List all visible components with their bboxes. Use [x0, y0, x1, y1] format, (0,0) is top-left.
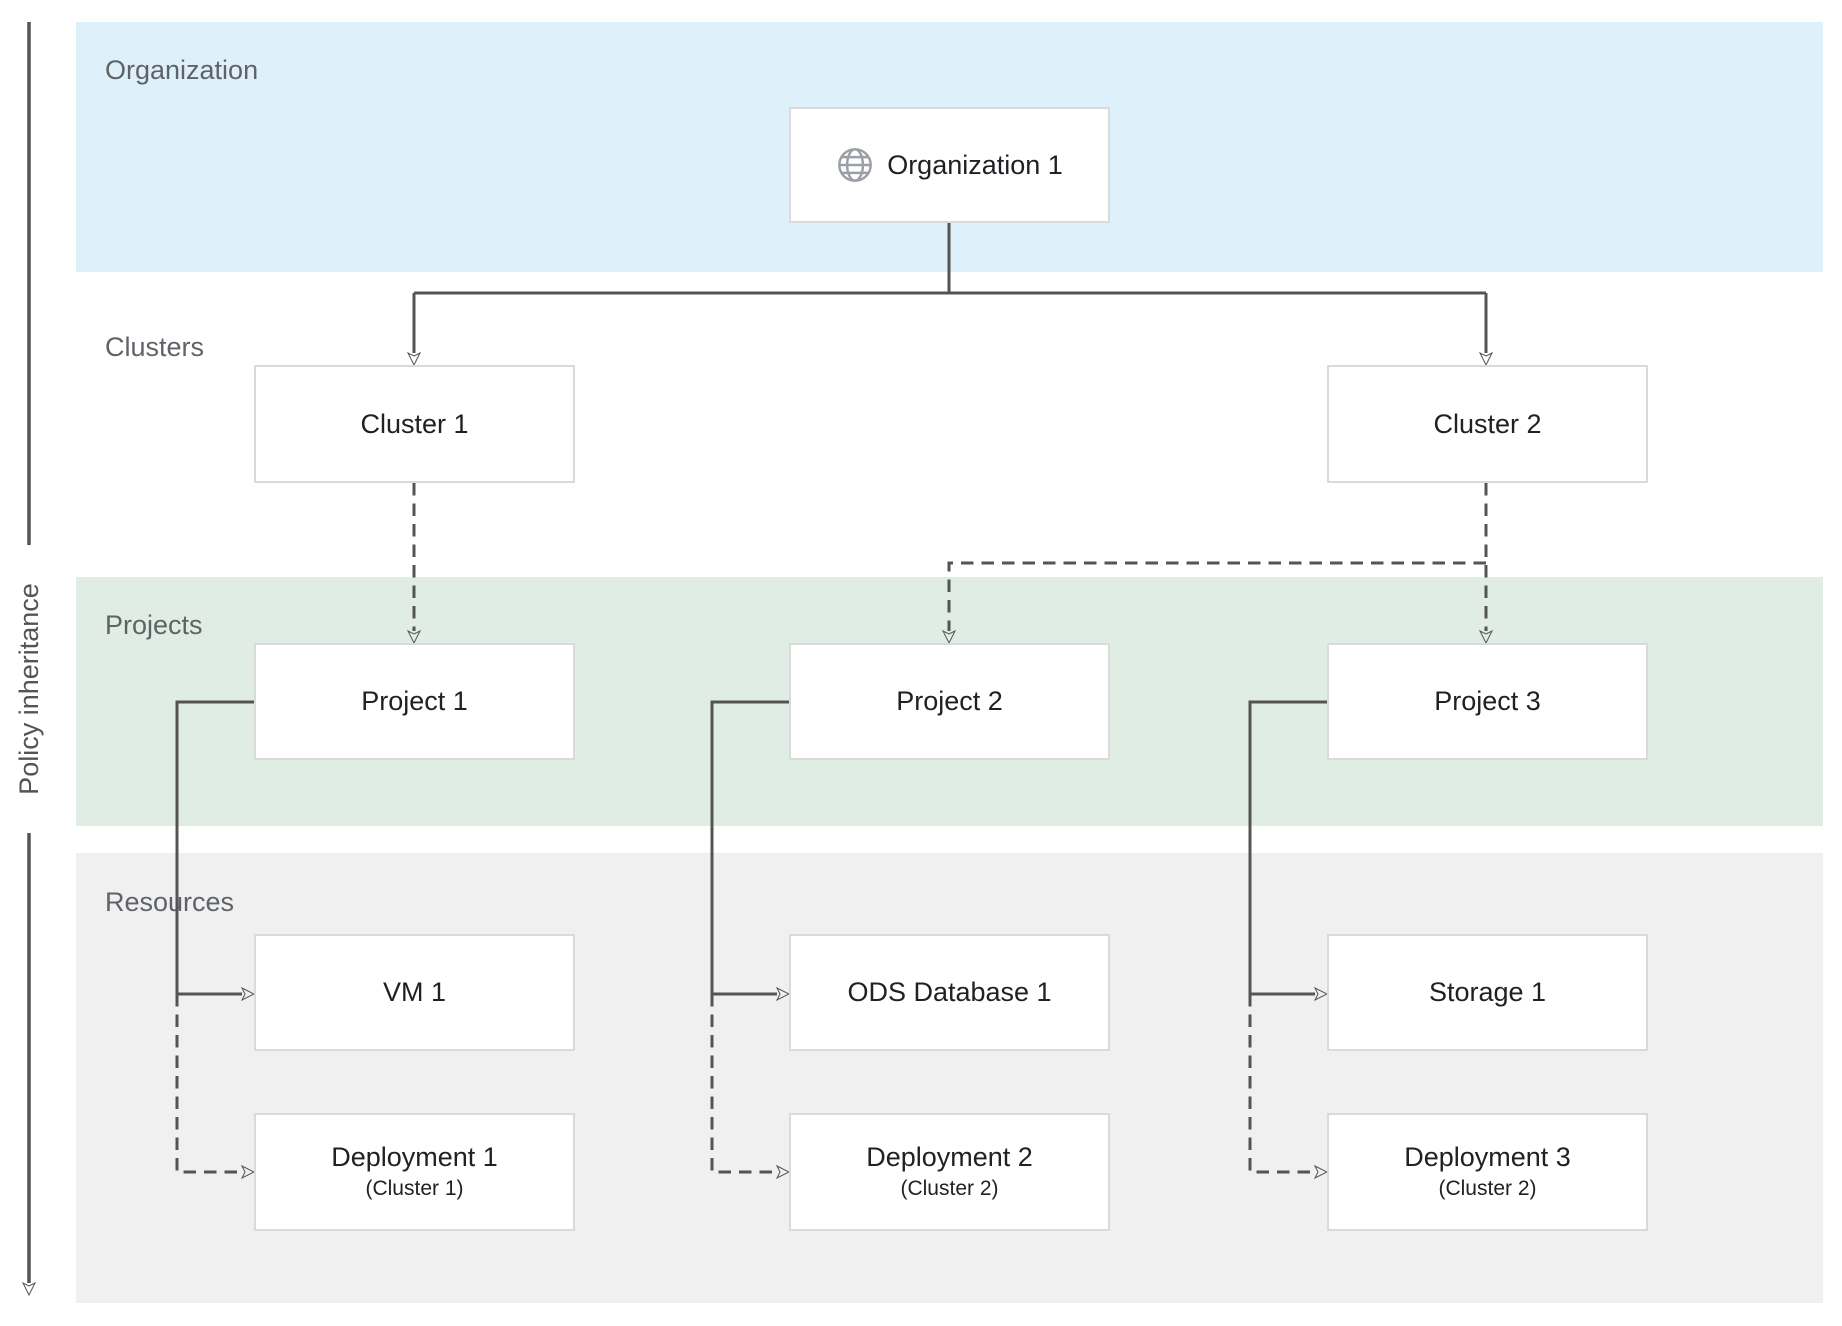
cluster1-node: Cluster 1: [254, 365, 575, 483]
project3-to-deployment3-connector: [1248, 994, 1315, 1172]
organization1-label: Organization 1: [887, 149, 1063, 180]
vm1-label: VM 1: [382, 977, 447, 1007]
ods-database1-label: ODS Database 1: [847, 977, 1052, 1007]
globe-icon: [838, 148, 873, 182]
deployment1-label: Deployment 1: [331, 1142, 498, 1172]
storage1-label: Storage 1: [1428, 977, 1547, 1007]
deployment3-node: Deployment 3 (Cluster 2): [1327, 1113, 1648, 1231]
deployment1-cluster-sub-label: (Cluster 1): [365, 1177, 464, 1200]
storage1-node: Storage 1: [1327, 934, 1648, 1051]
vm1-node: VM 1: [254, 934, 575, 1051]
projects-band-label: Projects: [105, 610, 203, 640]
deployment3-cluster-sub-label: (Cluster 2): [1438, 1177, 1537, 1200]
project2-to-ods-database1-connector: [710, 700, 789, 994]
organization1-node: Organization 1: [789, 107, 1110, 223]
project1-node: Project 1: [254, 643, 575, 760]
project3-label: Project 3: [1434, 686, 1541, 716]
project2-to-deployment2-connector: [710, 994, 777, 1172]
cluster1-label: Cluster 1: [360, 408, 469, 439]
project2-node: Project 2: [789, 643, 1110, 760]
deployment3-label: Deployment 3: [1404, 1142, 1571, 1172]
deployment2-label: Deployment 2: [866, 1142, 1033, 1172]
project3-node: Project 3: [1327, 643, 1648, 760]
org-to-clusters-rail: [414, 222, 1486, 295]
project1-to-deployment1-connector: [175, 994, 242, 1172]
deployment1-node: Deployment 1 (Cluster 1): [254, 1113, 575, 1231]
project1-to-vm1-connector: [175, 700, 254, 994]
deployment2-cluster-sub-label: (Cluster 2): [900, 1177, 999, 1200]
ods-database1-node: ODS Database 1: [789, 934, 1110, 1051]
organization-band-label: Organization: [105, 55, 259, 85]
cluster2-node: Cluster 2: [1327, 365, 1648, 483]
project3-to-storage1-connector: [1248, 700, 1327, 994]
cluster2-to-project2-connector: [949, 561, 1486, 631]
deployment2-node: Deployment 2 (Cluster 2): [789, 1113, 1110, 1231]
resources-band-label: Resources: [105, 887, 235, 917]
clusters-band-label: Clusters: [105, 332, 205, 362]
project2-label: Project 2: [896, 686, 1003, 716]
cluster2-label: Cluster 2: [1433, 408, 1542, 439]
project1-label: Project 1: [361, 686, 468, 716]
